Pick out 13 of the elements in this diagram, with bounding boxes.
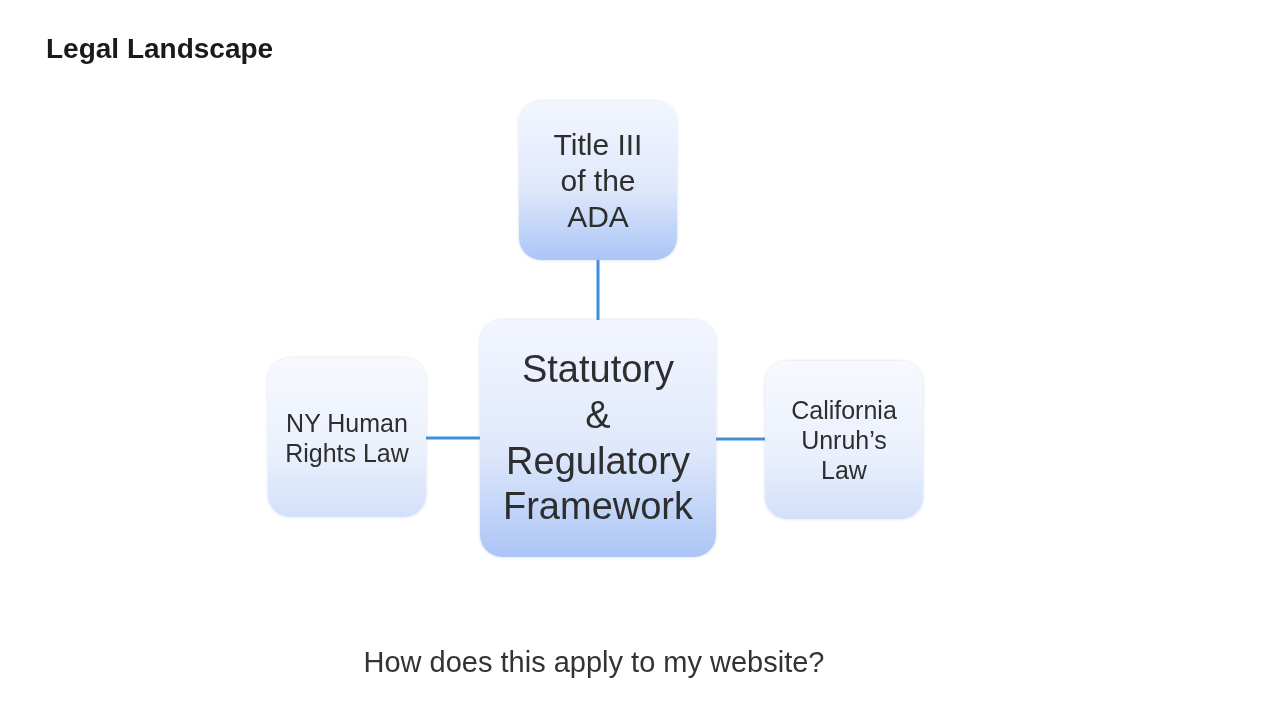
slide-title: Legal Landscape (46, 33, 274, 65)
connector-line (716, 437, 765, 441)
rounded-box (268, 358, 426, 517)
rounded-box (519, 101, 677, 260)
box-text: Statutory & Regulatory Framework (502, 347, 694, 530)
connector-line (426, 436, 480, 440)
question-text: How does this apply to my website? (363, 646, 825, 679)
rounded-box (480, 320, 716, 557)
box-text: NY Human Rights Law (284, 407, 410, 468)
connector-line (596, 260, 600, 320)
rounded-box (765, 361, 923, 519)
box-text: Title III of the ADA (552, 126, 644, 235)
box-text: California Unruh’s Law (790, 395, 898, 485)
